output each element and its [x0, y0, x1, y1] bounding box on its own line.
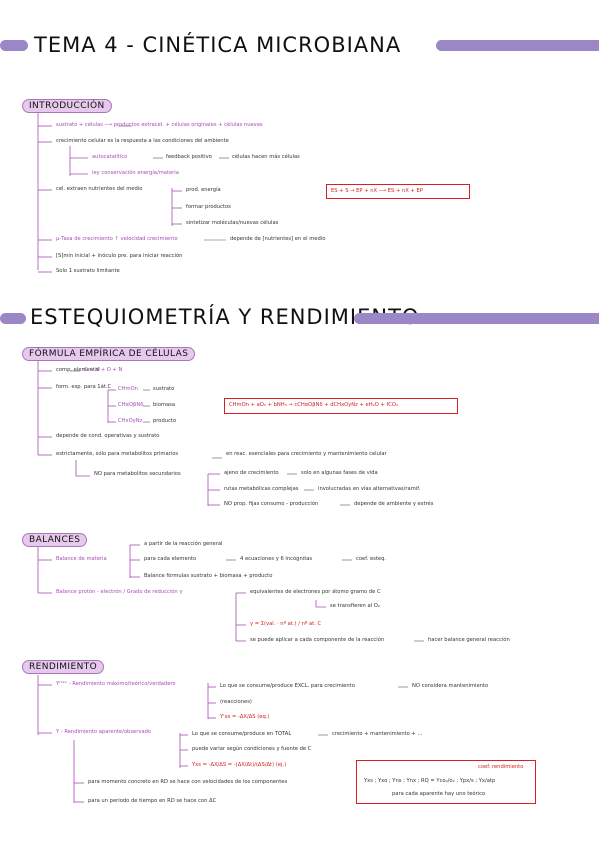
rend-periodo: para un periodo de tiempo en RD se hace … — [88, 798, 217, 804]
rend-total: Lo que se consume/produce en TOTAL — [192, 731, 292, 737]
formula-depende: depende de cond. operativas y sustrato — [56, 433, 160, 439]
formula-producto-formula: CHxOyNz — [118, 418, 143, 424]
intro-ley: ley conservación energía/materia — [92, 170, 179, 176]
intro-depende-nutrientes: depende de [nutrientes] en el medio — [230, 236, 326, 242]
intro-cel-extraen: cel. extraen nutrientes del medio — [56, 186, 143, 192]
formula-equation-box — [224, 398, 458, 414]
balance-equivalentes: equivalentes de electrones por átomo gra… — [250, 589, 381, 595]
rend-excl-crecimiento: Lo que se consume/produce EXCL. para cre… — [220, 683, 355, 689]
balance-a-partir: a partir de la reacción general — [144, 541, 223, 547]
intro-equation: ES + S → EP + nX ⟶ ES + nX + EP — [331, 188, 423, 194]
rend-reacciones: (reacciones) — [220, 699, 252, 705]
rend-crec-mant: crecimiento + mantenimiento + ... — [332, 731, 423, 737]
rend-teorico: Yᵗʰᵉᵒ - Rendimiento máximo/teórico/verda… — [56, 681, 176, 687]
balance-aplicar: se puede aplicar a cada componente de la… — [250, 637, 385, 643]
formula-involucradas: involucradas en vías alternativas/ramif. — [318, 486, 421, 492]
intro-smin: [S]min inicial + inóculo pre. para inici… — [56, 253, 183, 259]
formula-chmon: CHmOn — [118, 386, 138, 392]
formula-reac-esenciales: en reac. esenciales para crecimiento y m… — [226, 451, 387, 457]
intro-prod-energia: prod. energía — [186, 187, 221, 193]
heading-introduccion: INTRODUCCIÓN — [22, 99, 112, 113]
rend-yxs-teo: Y'xs = -ΔX/ΔS (eq.) — [220, 714, 270, 720]
intro-equation-box — [326, 184, 470, 199]
balance-transfieren: se transfieren al O₂ — [330, 603, 380, 609]
formula-no-secundarios: NO para metabolitos secundarios — [94, 471, 181, 477]
formula-estrictamente: estrictamente, sólo para metabolitos pri… — [56, 451, 179, 457]
formula-producto: producto — [153, 418, 177, 424]
intro-feedback: feedback positivo — [166, 154, 212, 160]
intro-celulas: células hacen más células — [232, 154, 300, 160]
rend-momento: para momento concreto en RD se hace con … — [88, 779, 288, 785]
balance-coef-esteq: coef. esteq. — [356, 556, 387, 562]
section2-bar-right — [354, 313, 599, 324]
coef-box-line1: Yxs ; Yxo ; Yns ; Ynx ; RQ = Yco₂/o₂ ; Y… — [364, 778, 496, 784]
formula-comp-elemental: comp. elemental — [56, 367, 100, 373]
heading-rendimiento: RENDIMIENTO — [22, 660, 105, 674]
formula-sustrato: sustrato — [153, 386, 175, 392]
title-bar-left — [0, 40, 28, 51]
formula-biomasa-formula: CHαOβNδ — [118, 402, 144, 408]
balance-formulas: Balance fórmulas sustrato + biomasa + pr… — [144, 573, 273, 579]
rend-aparente: Y - Rendimiento aparente/observado — [56, 729, 152, 735]
formula-fases-vida: solo en algunas fases de vida — [301, 470, 378, 476]
formula-equation: CHmOn + aO₂ + bNH₃ → cCHαOβNδ + dCHxOyNz… — [229, 402, 399, 408]
balance-general: hacer balance general reacción — [428, 637, 510, 643]
coef-box-line2: para cada aparente hay uno teórico — [392, 791, 486, 797]
page-title: TEMA 4 - CINÉTICA MICROBIANA — [34, 33, 402, 57]
section2-title: ESTEQUIOMETRÍA Y RENDIMIENTO — [30, 305, 420, 329]
balance-cada-elemento: para cada elemento — [144, 556, 197, 562]
formula-chon: C + H + O + N — [84, 367, 123, 373]
rend-yxs-ap: Yxs = -ΔX/ΔS = -(ΔX/Δt)/(ΔS/Δt) (ej.) — [192, 762, 287, 768]
coef-box — [356, 760, 536, 804]
intro-sintetizar: sintetizar moléculas/nuevas células — [186, 220, 279, 226]
formula-ajeno: ajeno de crecimiento — [224, 470, 279, 476]
intro-tasa-crecimiento: μ-Tasa de crecimiento ↑ velocidad crecim… — [56, 236, 178, 242]
heading-balances: BALANCES — [22, 533, 88, 547]
intro-solo-sustrato: Solo 1 sustrato limitante — [56, 268, 120, 274]
balance-ecuaciones: 4 ecuaciones y 6 incógnitas — [240, 556, 313, 562]
formula-biomasa: biomasa — [153, 402, 176, 408]
intro-line-2: crecimiento celular es la respuesta a la… — [56, 138, 229, 144]
formula-depende-ambiente: depende de ambiente y estrés — [354, 501, 434, 507]
balance-proton-electron: Balance protón - electrón / Grado de red… — [56, 589, 183, 595]
formula-no-prop: NO prop. fijas consumo - producción — [224, 501, 319, 507]
title-bar-right — [436, 40, 599, 51]
intro-line-1: sustrato + células ⟶ productos extracel.… — [56, 122, 263, 128]
balance-gamma-formula: γ = Σ(val. · nº at.) / nº at. C — [250, 621, 322, 627]
heading-formula-empirica: FÓRMULA EMPÍRICA DE CÉLULAS — [22, 347, 196, 361]
intro-autocatalitico: autocatalítico — [92, 154, 128, 160]
section2-bar-left — [0, 313, 26, 324]
formula-form-esp: form. esp. para 1át.C — [56, 384, 112, 390]
coef-box-title: coef. rendimiento — [478, 764, 524, 770]
formula-rutas: rutas metabólicas complejas — [224, 486, 299, 492]
rend-no-mantenimiento: NO considera mantenimiento — [412, 683, 489, 689]
intro-formar-productos: formar productos — [186, 204, 231, 210]
balance-materia: Balance de materia — [56, 556, 107, 562]
rend-puede-variar: puede variar según condiciones y fuente … — [192, 746, 312, 752]
